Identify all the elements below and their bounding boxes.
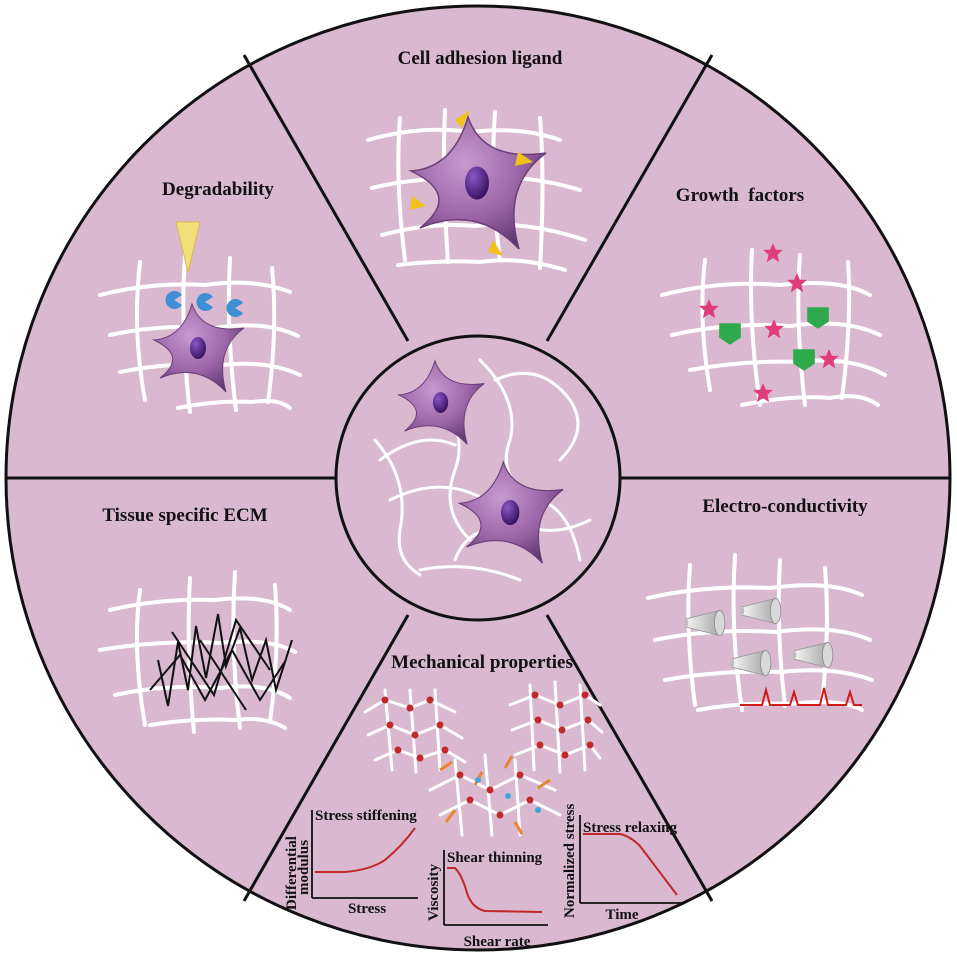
title-degradability: Degradability: [162, 179, 274, 200]
plot-title: Shear thinning: [447, 850, 543, 866]
relaxing-curve: [583, 833, 678, 896]
plot-stress-stiffening: Stress stiffening Differential modulus S…: [284, 808, 418, 917]
title-growth-factors: Growth factors: [676, 185, 804, 206]
dynamic-bonds: [439, 755, 551, 835]
bond-nodes: [475, 777, 541, 813]
mechanical-networks: [363, 680, 604, 837]
center-hydrogel: [334, 334, 622, 622]
title-mechanical-properties: Mechanical properties: [391, 652, 573, 673]
growth-factors-illustration: [660, 243, 887, 407]
cell-adhesion-illustration: [366, 108, 587, 272]
degradation-indicator: [175, 221, 201, 273]
plot-stress-relaxing: Stress relaxing Normalized stress Time: [562, 804, 685, 923]
plot-xlabel: Shear rate: [464, 934, 531, 950]
plot-xlabel: Stress: [348, 901, 386, 917]
sector-dividers: [6, 54, 950, 902]
plot-ylabel: Viscosity: [426, 864, 442, 921]
plot-title: Stress relaxing: [583, 820, 678, 836]
ligand-markers: [410, 110, 533, 256]
degradability-illustration: [98, 221, 302, 414]
electrical-signal-trace: [740, 686, 862, 706]
plot-ylabel: modulus: [296, 840, 312, 895]
tissue-ecm-illustration: [98, 570, 297, 734]
thinning-curve: [447, 867, 543, 913]
plot-shear-thinning: Shear thinning Viscosity Shear rate: [426, 850, 548, 950]
plot-ylabel: Differential: [284, 836, 300, 910]
electro-conductivity-illustration: [646, 553, 874, 712]
ecm-fiber-bundle: [149, 613, 293, 711]
title-cell-adhesion-ligand: Cell adhesion ligand: [398, 48, 563, 69]
stiffening-curve: [315, 827, 416, 873]
center-circle: [334, 334, 622, 622]
title-tissue-specific-ecm: Tissue specific ECM: [102, 505, 267, 526]
title-electro-conductivity: Electro-conductivity: [702, 496, 868, 517]
plot-ylabel: Normalized stress: [562, 804, 578, 918]
plot-xlabel: Time: [605, 907, 638, 923]
plot-title: Stress stiffening: [315, 808, 417, 824]
crosslink-dots: [381, 691, 594, 819]
